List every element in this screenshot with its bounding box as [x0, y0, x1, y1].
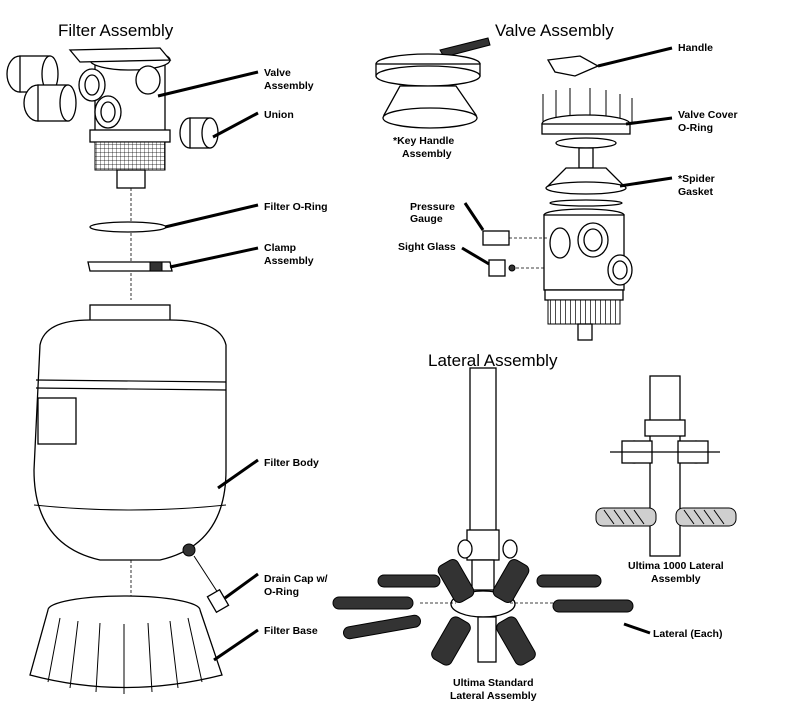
svg-text:Assembly: Assembly: [651, 573, 701, 585]
ultima-1000-label: Ultima 1000 Lateral Assembly: [628, 560, 724, 585]
sight-glass-label: Sight Glass: [398, 241, 456, 253]
handle-label: Handle: [678, 42, 713, 54]
ultima-1000-lateral: [595, 375, 737, 557]
filter-valve-assembly: [6, 47, 219, 189]
spider-gasket-label: *Spider Gasket: [678, 173, 715, 198]
svg-text:Assembly: Assembly: [264, 80, 314, 92]
svg-text:O-Ring: O-Ring: [678, 122, 713, 134]
valve-cover-oring-label: Valve Cover O-Ring: [678, 109, 738, 134]
svg-text:Lateral Assembly: Lateral Assembly: [450, 690, 537, 701]
svg-text:*Spider: *Spider: [678, 173, 715, 185]
drain-cap-label: Drain Cap w/ O-Ring: [264, 573, 328, 598]
ultima-standard-label: Ultima Standard Lateral Assembly: [450, 677, 537, 701]
filter-body-label: Filter Body: [264, 457, 319, 469]
svg-text:*Key Handle: *Key Handle: [393, 135, 454, 147]
lateral-assembly-title: Lateral Assembly: [428, 351, 558, 370]
svg-text:Pressure: Pressure: [410, 201, 455, 213]
ultima-standard-lateral: [332, 367, 634, 666]
valve-body: [543, 208, 633, 341]
svg-text:Valve: Valve: [264, 67, 291, 79]
drain-cap: [193, 555, 230, 614]
svg-text:Assembly: Assembly: [402, 148, 452, 160]
svg-text:Gasket: Gasket: [678, 186, 714, 198]
pressure-gauge-label: Pressure Gauge: [410, 201, 455, 225]
svg-text:Assembly: Assembly: [264, 255, 314, 267]
filter-oring: [89, 221, 167, 233]
lateral-each-label: Lateral (Each): [653, 628, 722, 640]
spider-gasket: [545, 167, 627, 207]
svg-text:Valve Cover: Valve Cover: [678, 109, 738, 121]
svg-text:Drain Cap w/: Drain Cap w/: [264, 573, 328, 585]
union-label: Union: [264, 109, 294, 121]
sight-glass: [488, 259, 546, 277]
filter-oring-label: Filter O-Ring: [264, 201, 328, 213]
key-handle-assembly: [375, 37, 491, 129]
filter-base: [29, 595, 223, 694]
filter-assembly-title: Filter Assembly: [58, 21, 174, 40]
filter-body: [33, 304, 227, 561]
svg-text:Ultima Standard: Ultima Standard: [453, 677, 534, 689]
svg-text:O-Ring: O-Ring: [264, 586, 299, 598]
valve-assembly-label: Valve Assembly: [264, 67, 314, 92]
filter-base-label: Filter Base: [264, 625, 318, 637]
valve-handle: [546, 55, 600, 77]
svg-text:Clamp: Clamp: [264, 242, 296, 254]
clamp-assembly: [87, 261, 173, 272]
valve-cover: [541, 88, 633, 169]
clamp-assembly-label: Clamp Assembly: [264, 242, 314, 267]
valve-assembly-title: Valve Assembly: [495, 21, 614, 40]
svg-text:Ultima 1000 Lateral: Ultima 1000 Lateral: [628, 560, 724, 572]
pressure-gauge: [482, 230, 548, 246]
key-handle-label: *Key Handle Assembly: [393, 135, 454, 160]
svg-text:Gauge: Gauge: [410, 213, 443, 225]
